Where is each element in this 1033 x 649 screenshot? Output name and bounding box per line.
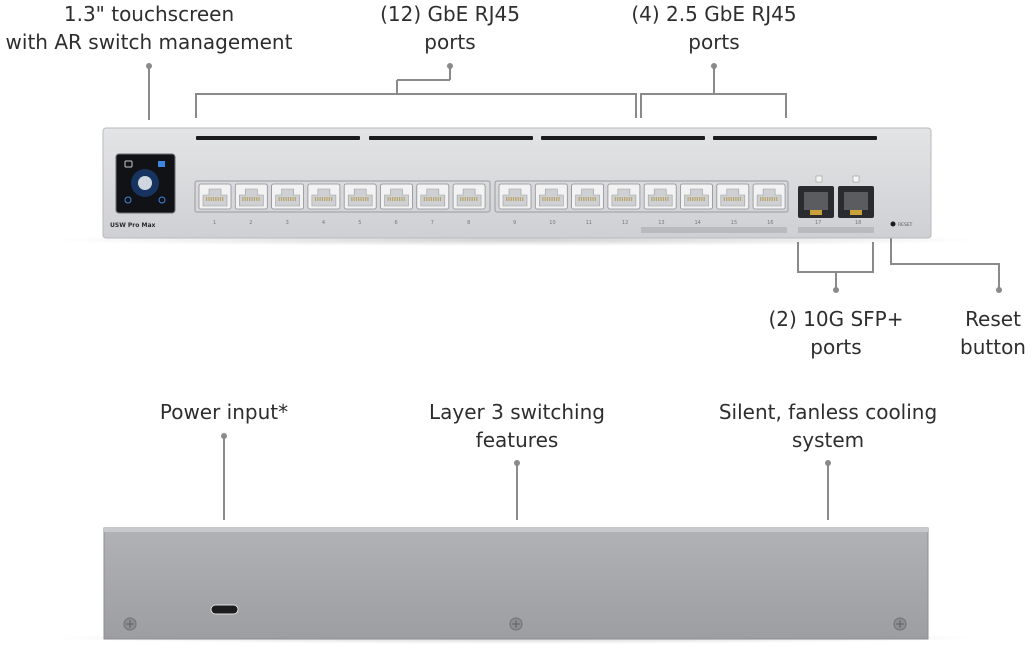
rj45-group-1 bbox=[194, 180, 491, 213]
port-number-1: 1 bbox=[213, 220, 216, 226]
port-number-2: 2 bbox=[249, 220, 252, 226]
port-number-7: 7 bbox=[431, 220, 434, 226]
port-number-3: 3 bbox=[286, 220, 289, 226]
callout-touchscreen: 1.3" touchscreen with AR switch manageme… bbox=[5, 2, 293, 54]
rj45-port-9[interactable] bbox=[498, 183, 532, 210]
rj45-port-14[interactable] bbox=[680, 183, 713, 210]
callout-gbe-ports: (12) GbE RJ45 ports bbox=[380, 2, 520, 54]
svg-text:17: 17 bbox=[815, 220, 821, 226]
port-number-4: 4 bbox=[322, 220, 325, 226]
rj45-port-16[interactable] bbox=[752, 183, 786, 210]
callout-two5-ports: (4) 2.5 GbE RJ45 ports bbox=[631, 2, 797, 54]
port-number-10: 10 bbox=[549, 220, 555, 226]
rj45-port-1[interactable] bbox=[198, 183, 232, 210]
port-number-6: 6 bbox=[395, 220, 398, 226]
two5-indicator-bar bbox=[641, 227, 787, 233]
rj45-port-12[interactable] bbox=[607, 183, 641, 210]
port-number-14: 14 bbox=[695, 220, 701, 226]
rj45-group-2 bbox=[494, 180, 789, 213]
rj45-port-4[interactable] bbox=[307, 183, 341, 210]
rj45-port-5[interactable] bbox=[343, 183, 377, 210]
callout-reset-button: Reset button bbox=[960, 307, 1026, 359]
reset-label: RESET bbox=[898, 222, 913, 228]
rj45-port-7[interactable] bbox=[416, 183, 450, 210]
port-number-13: 13 bbox=[658, 220, 664, 226]
usb-c-power-port[interactable] bbox=[210, 604, 239, 615]
callout-layer3: Layer 3 switching features bbox=[429, 400, 605, 452]
callout-cooling: Silent, fanless cooling system bbox=[718, 400, 938, 452]
reset-button[interactable] bbox=[890, 221, 896, 227]
model-label: USW Pro Max bbox=[110, 222, 155, 229]
rj45-port-2[interactable] bbox=[234, 183, 268, 210]
rj45-port-8[interactable] bbox=[452, 183, 486, 210]
callout-sfp-ports: (2) 10G SFP+ ports bbox=[768, 307, 904, 359]
touchscreen-display bbox=[115, 153, 176, 214]
port-number-12: 12 bbox=[622, 220, 628, 226]
rj45-port-3[interactable] bbox=[271, 183, 305, 210]
port-number-11: 11 bbox=[586, 220, 592, 226]
rj45-port-6[interactable] bbox=[380, 183, 413, 210]
rj45-port-10[interactable] bbox=[534, 183, 568, 210]
rj45-port-15[interactable] bbox=[716, 183, 750, 210]
port-number-15: 15 bbox=[731, 220, 737, 226]
rj45-port-13[interactable] bbox=[643, 183, 677, 210]
port-number-8: 8 bbox=[467, 220, 470, 226]
callout-power-input: Power input* bbox=[159, 400, 289, 424]
svg-text:18: 18 bbox=[855, 220, 861, 226]
vent-slots bbox=[196, 136, 877, 140]
front-chassis bbox=[102, 127, 932, 239]
sfp-indicator-bar bbox=[798, 227, 874, 233]
rj45-port-11[interactable] bbox=[571, 183, 604, 210]
rj45-ports bbox=[198, 183, 786, 210]
port-number-16: 16 bbox=[767, 220, 773, 226]
port-number-9: 9 bbox=[513, 220, 516, 226]
sfp-ports bbox=[798, 175, 874, 218]
port-number-5: 5 bbox=[358, 220, 361, 226]
